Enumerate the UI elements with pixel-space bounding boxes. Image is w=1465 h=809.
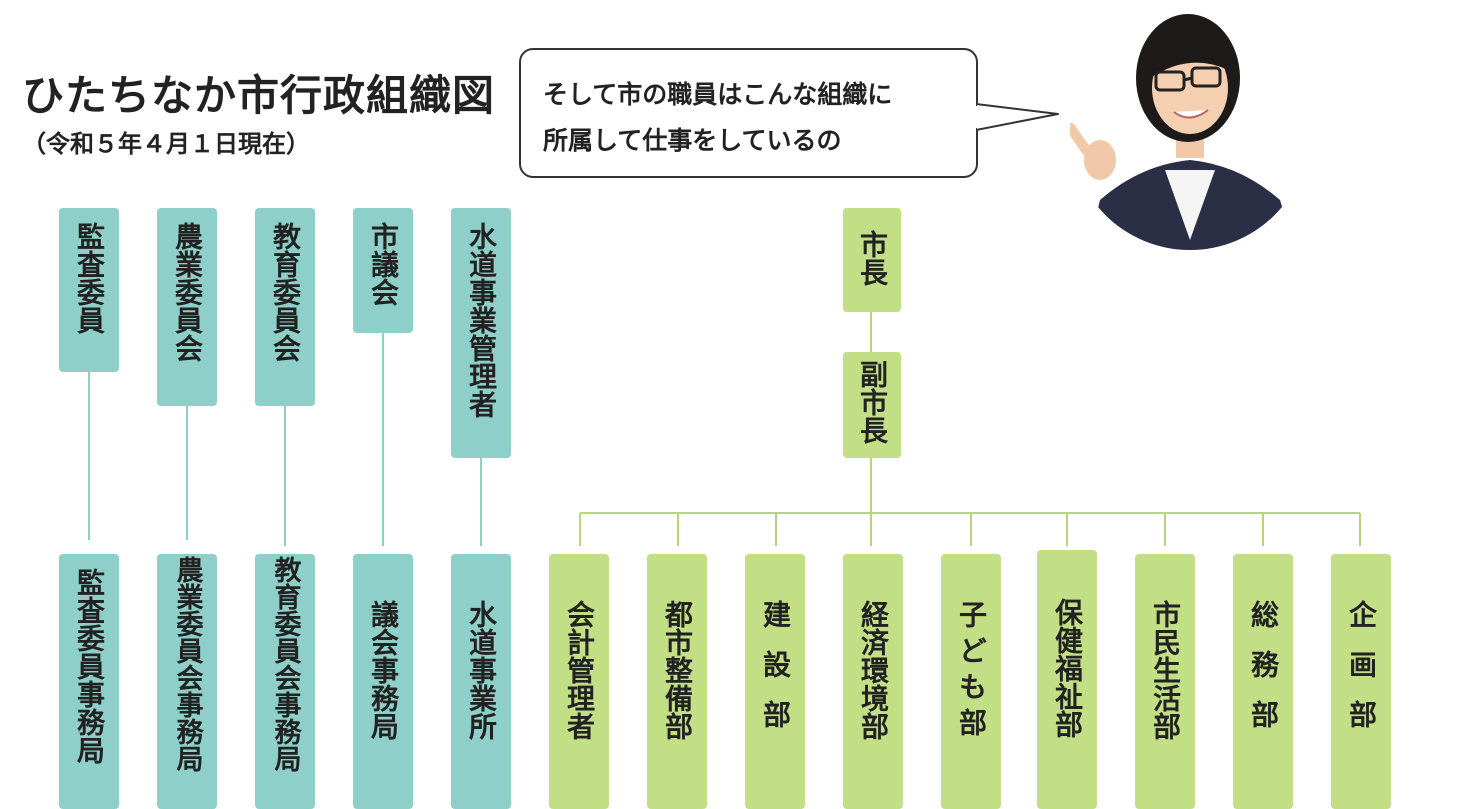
speech-line-1: そして市の職員はこんな組織に (543, 80, 893, 109)
org-box-children: 子ども部 (941, 554, 1001, 809)
org-box-label: 市長 (856, 230, 889, 286)
org-box-agriculture-office: 農業委員会事務局 (157, 554, 217, 809)
org-box-waterworks-office: 水道事業所 (451, 554, 511, 809)
org-box-label: 教育委員会 (269, 222, 302, 362)
speech-bubble-tail (976, 103, 1059, 131)
org-box-education-committee: 教育委員会 (255, 208, 315, 406)
org-box-mayor: 市長 (843, 208, 901, 312)
staff-avatar-icon (1070, 10, 1310, 250)
org-box-label: 副市長 (856, 360, 889, 444)
page-title: ひたちなか市行政組織図 (22, 71, 496, 120)
org-box-health-welfare: 保健福祉部 (1037, 550, 1097, 809)
org-box-waterworks-manager: 水道事業管理者 (451, 208, 511, 458)
org-box-label: 農業委員会 (171, 222, 204, 362)
org-box-label: 経済環境部 (857, 600, 890, 740)
org-box-citizen-life: 市民生活部 (1135, 554, 1195, 809)
org-box-label: 議会事務局 (367, 600, 400, 740)
org-box-label: 都市整備部 (661, 600, 694, 740)
org-box-label: 総務部 (1247, 600, 1280, 750)
org-box-label: 企画部 (1345, 600, 1378, 750)
org-box-label: 水道事業所 (465, 600, 498, 740)
org-box-audit-office: 監査委員事務局 (59, 554, 119, 809)
org-box-label: 市民生活部 (1149, 600, 1182, 740)
org-box-accounting-manager: 会計管理者 (549, 554, 609, 809)
org-box-urban-development: 都市整備部 (647, 554, 707, 809)
org-box-city-council: 市議会 (353, 208, 413, 333)
org-box-education-office: 教育委員会事務局 (255, 554, 315, 809)
page-subtitle: （令和５年４月１日現在） (22, 130, 310, 158)
org-box-audit-commissioner: 監査委員 (59, 208, 119, 372)
org-box-label: 監査委員事務局 (73, 568, 106, 764)
org-box-label: 市議会 (367, 222, 400, 306)
org-box-label: 農業委員会事務局 (171, 556, 203, 772)
org-box-label: 教育委員会事務局 (269, 556, 301, 772)
org-box-construction: 建設部 (745, 554, 805, 809)
org-box-label: 水道事業管理者 (465, 222, 498, 418)
org-box-economy-environment: 経済環境部 (843, 554, 903, 809)
org-box-council-office: 議会事務局 (353, 554, 413, 809)
org-box-label: 会計管理者 (563, 600, 596, 740)
org-box-general-affairs: 総務部 (1233, 554, 1293, 809)
speech-bubble: そして市の職員はこんな組織に 所属して仕事をしているの (519, 48, 978, 178)
org-box-label: 監査委員 (73, 222, 106, 334)
speech-line-2: 所属して仕事をしているの (543, 126, 842, 155)
org-box-label: 保健福祉部 (1051, 598, 1084, 738)
org-box-planning: 企画部 (1331, 554, 1391, 809)
org-box-label: 子ども部 (955, 600, 988, 744)
org-box-agriculture-committee: 農業委員会 (157, 208, 217, 406)
org-box-deputy-mayor: 副市長 (843, 352, 901, 458)
org-box-label: 建設部 (759, 600, 792, 750)
